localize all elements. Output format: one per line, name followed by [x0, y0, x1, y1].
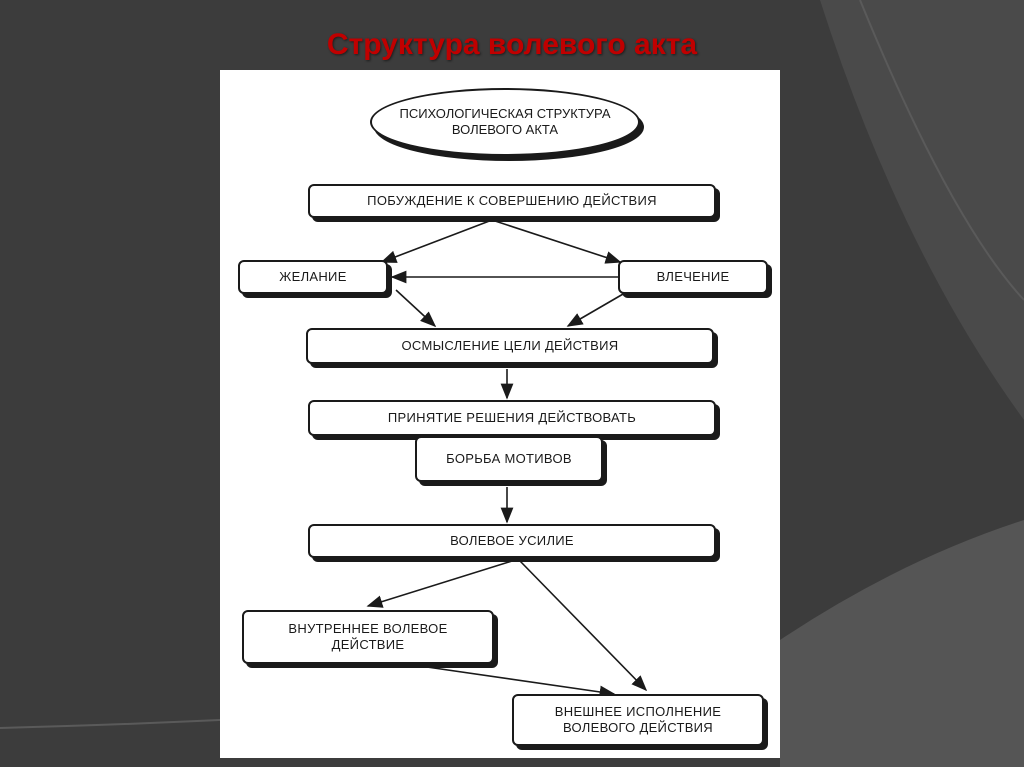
node-desire: желание: [238, 260, 388, 294]
node-decision: принятие решения действовать: [308, 400, 716, 436]
node-external: внешнее исполнение волевого действия: [512, 694, 764, 746]
node-effort: волевое усилие: [308, 524, 716, 558]
node-attraction: влечение: [618, 260, 768, 294]
root-node: психологическая структура волевого акта: [370, 88, 640, 156]
diagram-connectors: [366, 219, 648, 699]
node-internal: внутреннее волевое действие: [242, 610, 494, 664]
node-goal: осмысление цели действия: [306, 328, 714, 364]
node-impulse: побуждение к совершению действия: [308, 184, 716, 218]
diagram-panel: психологическая структура волевого акта …: [220, 70, 780, 758]
slide-title: Структура волевого акта: [326, 28, 698, 61]
node-struggle: борьба мотивов: [415, 436, 603, 482]
